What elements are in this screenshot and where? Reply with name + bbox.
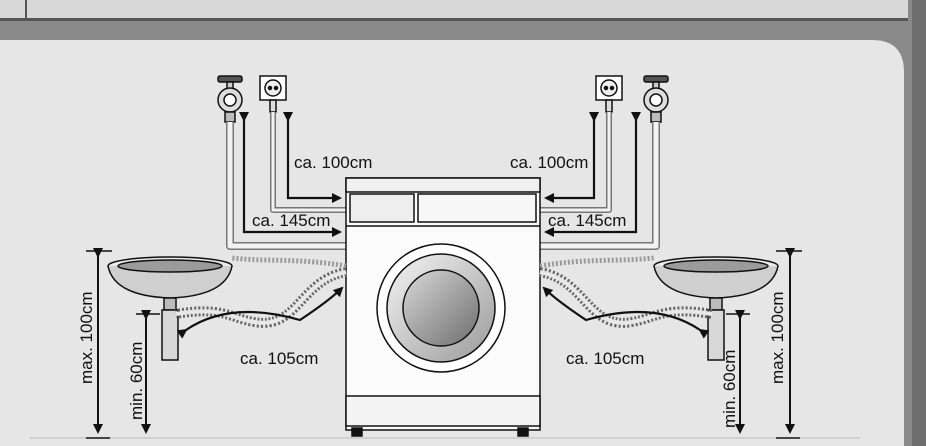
top-strip <box>0 0 908 18</box>
power-socket-right <box>595 75 623 113</box>
label-water-right: ca. 145cm <box>548 211 626 230</box>
water-tap-left <box>217 75 243 123</box>
label-height-min-left: min. 60cm <box>127 342 146 420</box>
power-socket-left <box>259 75 287 113</box>
label-drain-left: ca. 105cm <box>240 349 318 368</box>
overflow-hose-left <box>231 255 347 269</box>
label-drain-right: ca. 105cm <box>566 349 644 368</box>
arrow-water-left <box>239 112 342 237</box>
label-height-max-left: max. 100cm <box>77 291 96 384</box>
top-strip-border <box>0 18 908 21</box>
machine-door <box>376 243 506 373</box>
arrow-water-right <box>544 112 641 237</box>
right-edge-bar <box>912 0 926 446</box>
water-tap-right <box>643 75 669 123</box>
overflow-hose-right <box>539 255 655 269</box>
label-power-right: ca. 100cm <box>510 153 588 172</box>
arrow-drain-right <box>542 286 710 339</box>
label-power-left: ca. 100cm <box>294 153 372 172</box>
label-height-min-right: min. 60cm <box>720 350 739 428</box>
label-water-left: ca. 145cm <box>252 211 330 230</box>
arrow-drain-left <box>176 286 344 339</box>
label-height-max-right: max. 100cm <box>768 291 787 384</box>
